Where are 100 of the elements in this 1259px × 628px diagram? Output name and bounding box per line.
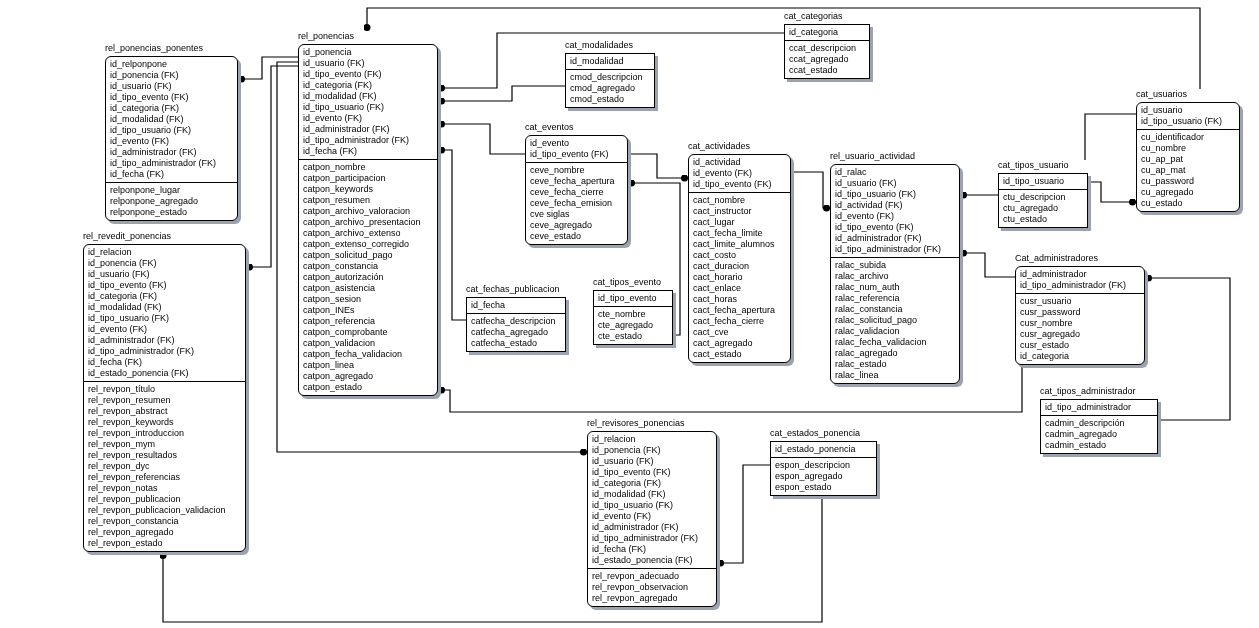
field-name: rel_revpon_mym	[88, 439, 157, 450]
field-name: id_tipo_administrador (FK)	[835, 244, 943, 255]
field-name: catfecha_agregado	[471, 327, 550, 338]
field-name: id_tipo_usuario (FK)	[110, 125, 193, 136]
field-name: cu_nombre	[1141, 143, 1188, 154]
field-name: id_relacion	[592, 434, 637, 445]
field-name: catpon_fecha_validacion	[303, 349, 404, 360]
field-name: ctu_descripcion	[1003, 192, 1067, 203]
field-name: id_tipo_usuario (FK)	[303, 102, 386, 113]
field-name: rel_revpon_estado	[88, 538, 164, 549]
field-name: cact_duracion	[693, 261, 751, 272]
field-name: id_ponencia	[303, 47, 353, 58]
field-name: id_administrador	[1020, 269, 1088, 280]
field-name: ralac_estado	[835, 359, 888, 370]
field-name: ceve_fecha_apertura	[530, 176, 616, 187]
field-name: catpon_solicitud_pago	[303, 250, 394, 261]
key-section	[526, 136, 627, 163]
field-name: id_usuario	[1141, 105, 1184, 116]
field-name: id_estado_ponencia	[775, 444, 857, 455]
field-name: id_evento	[530, 138, 571, 149]
field-name: cmod_descripcion	[570, 72, 644, 83]
field-name: cact_nombre	[693, 195, 747, 206]
field-name: id_tipo_evento (FK)	[530, 149, 610, 160]
field-name: cu_identificador	[1141, 132, 1206, 143]
field-name: cte_nombre	[598, 309, 647, 320]
field-name: rel_revpon_publicacion	[88, 494, 182, 505]
field-name: catpon_estado	[303, 382, 364, 393]
table-name: cat_usuarios	[1136, 89, 1188, 100]
field-name: cact_horario	[693, 272, 744, 283]
field-name: catpon_archivo_valoracion	[303, 206, 412, 217]
field-name: ralac_num_auth	[835, 282, 901, 293]
field-name: id_modalidad (FK)	[88, 302, 163, 313]
field-name: id_administrador (FK)	[88, 335, 176, 346]
field-name: cadmin_agregado	[1045, 429, 1119, 440]
key-section	[999, 174, 1087, 190]
field-name: id_modalidad (FK)	[592, 489, 667, 500]
field-name: id_administrador (FK)	[592, 522, 680, 533]
field-name: ccat_descripcion	[789, 43, 858, 54]
table-name: cat_tipos_usuario	[998, 160, 1069, 171]
field-name: cact_agregado	[693, 338, 754, 349]
field-name: id_administrador (FK)	[835, 233, 923, 244]
field-name: cu_ap_mat	[1141, 165, 1187, 176]
field-name: id_evento (FK)	[88, 324, 149, 335]
field-name: id_usuario (FK)	[88, 269, 151, 280]
field-name: catpon_nombre	[303, 162, 367, 173]
field-name: id_tipo_usuario (FK)	[835, 189, 918, 200]
field-name: id_tipo_evento (FK)	[110, 92, 190, 103]
field-name: cte_agregado	[598, 320, 655, 331]
field-name: relponpone_lugar	[110, 185, 182, 196]
table-name: cat_tipos_evento	[593, 277, 662, 288]
table-name: rel_revedit_ponencias	[83, 231, 172, 242]
field-name: cact_fecha_cierre	[693, 316, 766, 327]
relationship-line	[276, 61, 588, 456]
field-name: catpon_participacion	[303, 173, 387, 184]
field-name: id_modalidad (FK)	[303, 91, 378, 102]
key-section	[1137, 103, 1239, 130]
field-name: espon_estado	[775, 482, 833, 493]
field-name: ralac_referencia	[835, 293, 901, 304]
field-name: cusr_estado	[1020, 340, 1071, 351]
table-name: cat_fechas_publicacion	[466, 284, 560, 295]
field-name: id_evento (FK)	[693, 168, 754, 179]
field-name: id_tipo_evento (FK)	[88, 280, 168, 291]
field-name: cmod_agregado	[570, 83, 637, 94]
field-name: id_categoria	[1020, 351, 1071, 362]
field-name: rel_revpon_adecuado	[592, 571, 681, 582]
field-name: id_tipo_evento (FK)	[693, 179, 773, 190]
table-name: cat_actividades	[688, 141, 751, 152]
field-name: rel_revpon_resultados	[88, 450, 179, 461]
field-name: ralac_constancia	[835, 304, 904, 315]
field-name: id_tipo_administrador (FK)	[303, 135, 411, 146]
field-name: rel_revpon_publicacion_validacion	[88, 505, 227, 516]
field-name: catpon_keywords	[303, 184, 375, 195]
field-name: cu_agregado	[1141, 187, 1195, 198]
field-name: id_ponencia (FK)	[592, 445, 662, 456]
field-name: cact_instructor	[693, 206, 753, 217]
field-name: catpon_resumen	[303, 195, 372, 206]
field-name: catpon_archivo_presentacion	[303, 217, 422, 228]
field-name: rel_revpon_notas	[88, 483, 159, 494]
field-name: id_categoria (FK)	[88, 291, 159, 302]
field-name: id_fecha (FK)	[110, 169, 166, 180]
field-name: rel_revpon_constancia	[88, 516, 180, 527]
field-name: catpon_constancia	[303, 261, 380, 272]
field-name: id_ponencia (FK)	[88, 258, 158, 269]
field-name: id_tipo_evento (FK)	[835, 222, 915, 233]
field-name: cte_estado	[598, 331, 644, 342]
field-name: id_estado_ponencia (FK)	[592, 555, 694, 566]
field-name: id_tipo_administrador (FK)	[592, 533, 700, 544]
key-section	[689, 155, 790, 193]
field-name: id_categoria (FK)	[303, 80, 374, 91]
field-name: id_administrador (FK)	[110, 147, 198, 158]
field-name: id_estado_ponencia (FK)	[88, 368, 190, 379]
key-section	[785, 25, 869, 41]
field-name: catpon_validacion	[303, 338, 377, 349]
field-name: id_relponpone	[110, 59, 169, 70]
key-section	[467, 298, 565, 314]
field-name: id_fecha (FK)	[88, 357, 144, 368]
field-name: id_modalidad (FK)	[110, 114, 185, 125]
field-name: cmod_estado	[570, 94, 626, 105]
field-name: id_fecha (FK)	[592, 544, 648, 555]
field-name: cu_password	[1141, 176, 1196, 187]
